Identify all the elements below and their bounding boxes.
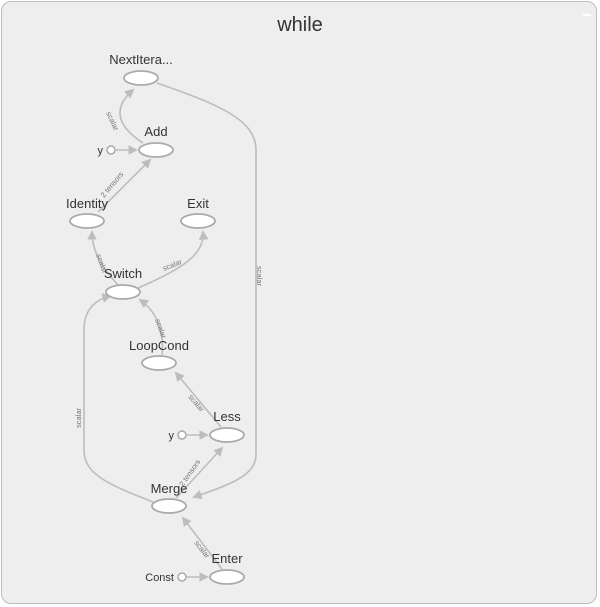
svg-text:Add: Add: [144, 124, 167, 139]
const-node-less-y[interactable]: y: [169, 430, 209, 442]
node-identity[interactable]: Identity: [66, 196, 108, 229]
edge-merge-switch: scalar: [74, 293, 154, 503]
svg-text:scalar: scalar: [153, 318, 168, 340]
svg-text:Merge: Merge: [151, 481, 188, 496]
node-exit[interactable]: Exit: [180, 196, 216, 229]
edge-nextiteration-merge: scalar: [156, 82, 264, 500]
svg-text:Exit: Exit: [187, 196, 209, 211]
svg-text:Less: Less: [213, 409, 241, 424]
svg-text:scalar: scalar: [104, 110, 121, 132]
node-switch[interactable]: Switch: [104, 266, 142, 300]
svg-text:y: y: [169, 430, 175, 442]
node-merge[interactable]: Merge: [151, 481, 188, 514]
svg-text:scalar: scalar: [186, 393, 206, 414]
node-less[interactable]: Less: [209, 409, 245, 443]
svg-text:LoopCond: LoopCond: [129, 338, 189, 353]
svg-text:Enter: Enter: [211, 551, 243, 566]
graph-title: while: [277, 14, 323, 36]
svg-text:NextItera...: NextItera...: [109, 52, 173, 67]
svg-text:Const: Const: [145, 572, 174, 584]
const-node-enter-const[interactable]: Const: [145, 572, 209, 584]
svg-text:scalar: scalar: [255, 266, 264, 287]
node-nextiteration[interactable]: NextItera...: [109, 52, 173, 86]
node-loopcond[interactable]: LoopCond: [129, 338, 189, 371]
edge-add-nextiteration: scalar: [104, 88, 144, 144]
edge-switch-exit: scalar: [137, 230, 209, 289]
svg-text:y: y: [98, 145, 104, 157]
svg-text:2 tensors: 2 tensors: [99, 170, 126, 200]
svg-text:Switch: Switch: [104, 266, 142, 281]
svg-text:Identity: Identity: [66, 196, 108, 211]
svg-text:scalar: scalar: [74, 407, 83, 428]
node-add[interactable]: Add: [138, 124, 174, 158]
svg-text:scalar: scalar: [192, 539, 212, 561]
const-node-add-y[interactable]: y: [98, 145, 138, 157]
node-enter[interactable]: Enter: [209, 551, 245, 585]
minimize-icon[interactable]: [583, 14, 591, 16]
